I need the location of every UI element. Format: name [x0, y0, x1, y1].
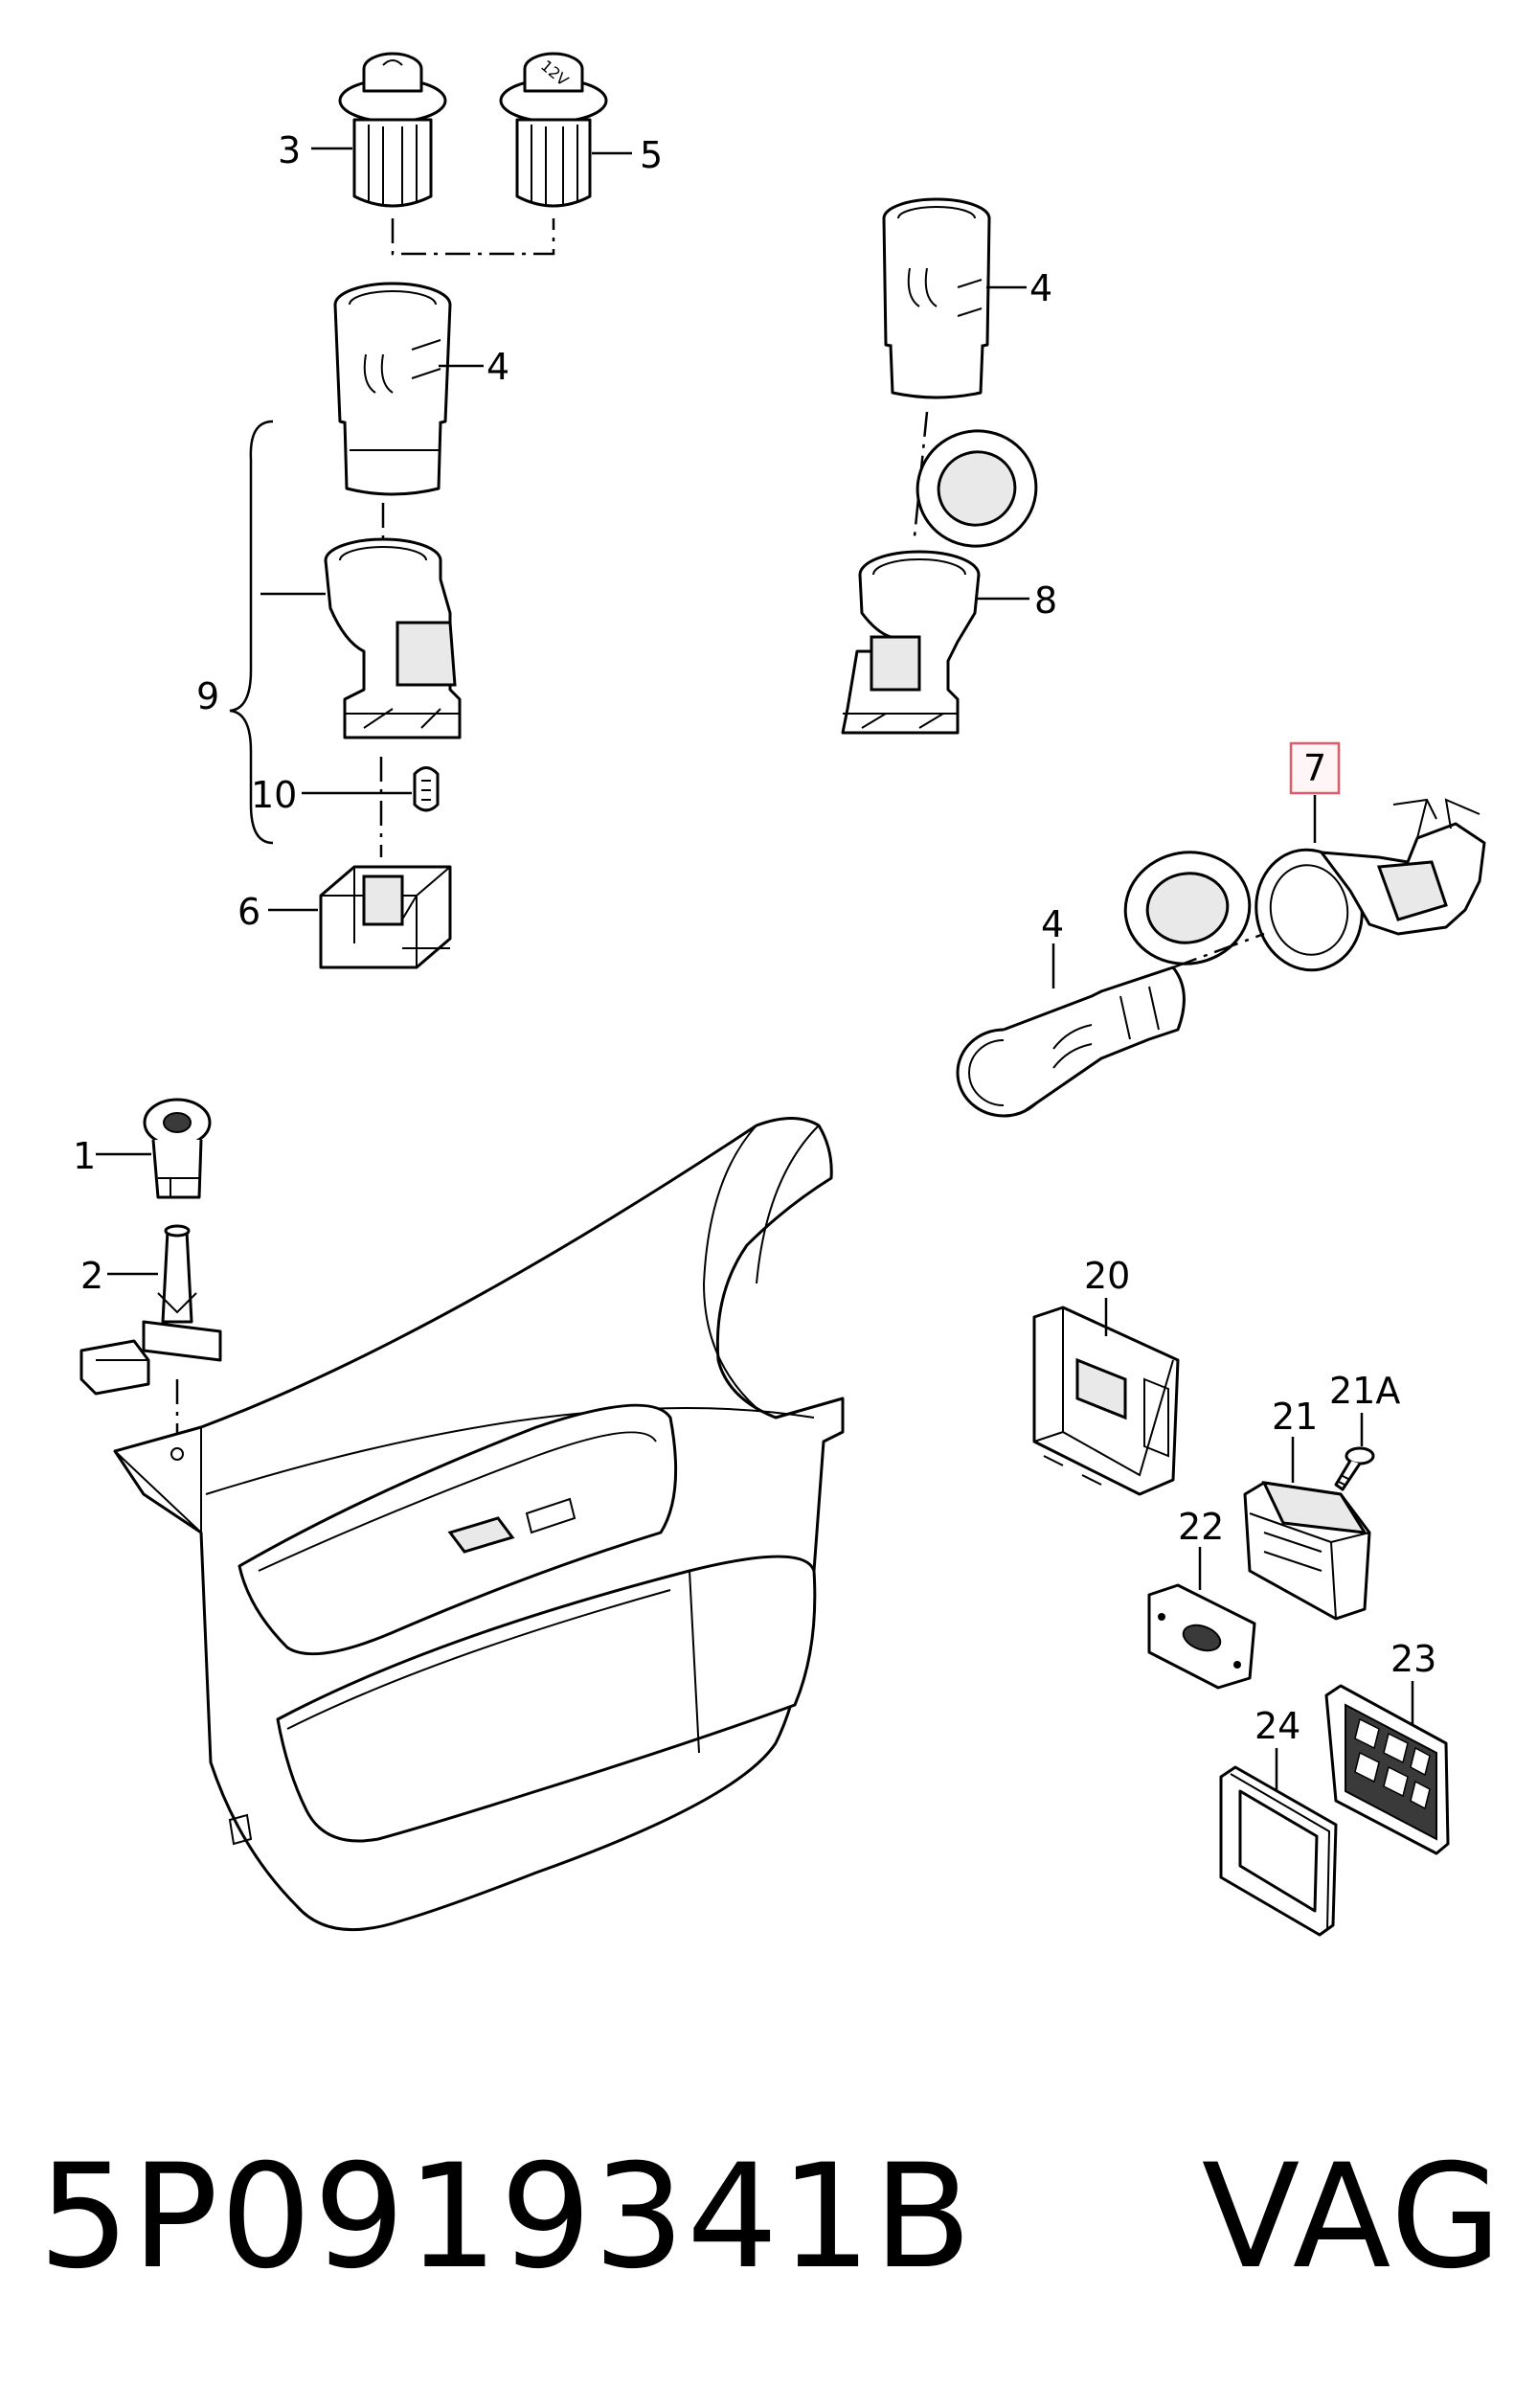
switch-module-21 — [1243, 1481, 1371, 1621]
callout-5: 5 — [640, 134, 663, 176]
socket-4-middle — [956, 965, 1186, 1118]
callout-9: 9 — [196, 675, 219, 717]
callout-6: 6 — [237, 891, 260, 933]
callout-21: 21 — [1272, 1396, 1318, 1438]
door-trim-panel — [113, 1117, 845, 1932]
bracket-9 — [229, 420, 274, 845]
axis-3-5 — [391, 218, 555, 256]
footer: 5P0919341B VAG — [38, 2136, 1503, 2299]
screw-21a — [1334, 1446, 1375, 1491]
brand-name: VAG — [1201, 2134, 1503, 2301]
callout-10: 10 — [251, 774, 297, 816]
connector-6 — [319, 865, 452, 969]
socket-assembly-7 — [1123, 798, 1486, 972]
plug-5: 12V — [499, 52, 608, 208]
callout-7-highlight-box — [1289, 741, 1341, 795]
callout-4-top-right: 4 — [1029, 267, 1052, 309]
bulb-10 — [413, 766, 440, 812]
part-1 — [143, 1098, 212, 1199]
callout-4-middle: 4 — [1041, 903, 1064, 945]
socket-4-top-right — [882, 197, 991, 399]
callout-23: 23 — [1390, 1638, 1436, 1680]
callout-1: 1 — [73, 1135, 96, 1177]
callout-3: 3 — [278, 129, 301, 171]
part-2 — [79, 1224, 222, 1396]
gasket-22 — [1147, 1583, 1256, 1690]
callout-21a: 21A — [1329, 1370, 1400, 1412]
callout-7: 7 — [1303, 747, 1326, 789]
callout-22: 22 — [1178, 1506, 1224, 1548]
plug-3 — [338, 52, 447, 208]
callout-24: 24 — [1254, 1705, 1300, 1747]
frame-24 — [1219, 1765, 1338, 1937]
housing-9 — [324, 537, 462, 739]
callout-20: 20 — [1084, 1255, 1130, 1297]
axis-4-7 — [1172, 932, 1265, 969]
housing-8 — [841, 429, 1038, 735]
callout-4-top-left: 4 — [486, 346, 509, 388]
part-number: 5P0919341B — [38, 2134, 974, 2301]
control-unit-20 — [1032, 1306, 1180, 1496]
panel-23 — [1324, 1684, 1450, 1855]
callout-8: 8 — [1034, 579, 1057, 622]
callout-2: 2 — [80, 1255, 103, 1297]
socket-4-top-left — [333, 282, 452, 496]
